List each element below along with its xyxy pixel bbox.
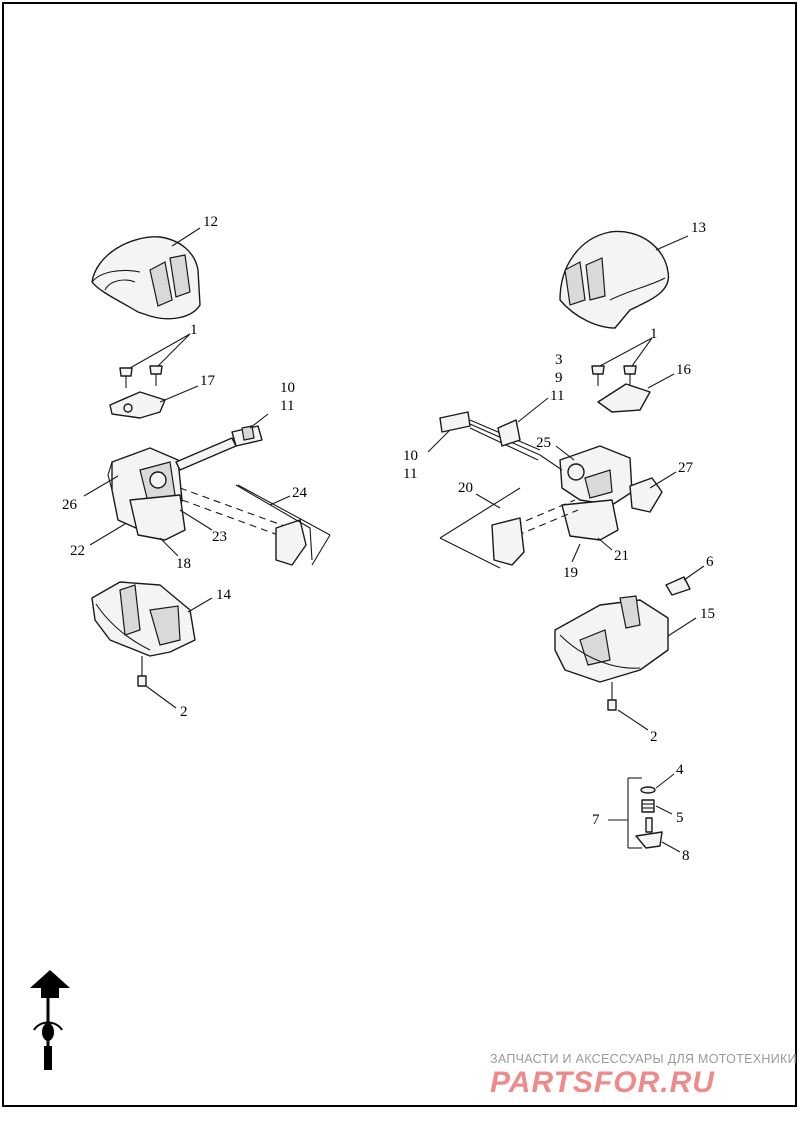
leader-lines [83, 227, 705, 853]
switch-body-right [539, 445, 663, 541]
label-23: 23 [212, 529, 227, 545]
switch-buttons-left [179, 484, 331, 566]
label-1-left: 1 [190, 322, 198, 338]
label-11-right-top: 11 [550, 388, 564, 404]
label-27: 27 [678, 460, 694, 476]
callout-labels: 12 13 1 1 17 16 10 11 3 9 11 10 11 25 27… [62, 214, 715, 864]
watermark-logo: PARTSFOR.RU [490, 1066, 715, 1099]
label-8: 8 [682, 848, 690, 864]
label-9: 9 [555, 370, 563, 386]
detent-assembly [627, 777, 663, 849]
screws-left [119, 365, 163, 388]
label-21: 21 [614, 548, 629, 564]
bracket-left [109, 391, 166, 419]
label-15: 15 [700, 606, 715, 622]
label-18: 18 [176, 556, 191, 572]
label-10-left: 10 [280, 380, 295, 396]
label-12: 12 [203, 214, 218, 230]
screw-bottom-left [137, 656, 147, 687]
label-3: 3 [555, 352, 563, 368]
watermark-tagline: ЗАПЧАСТИ И АКСЕССУАРЫ ДЛЯ МОТОТЕХНИКИ [490, 1052, 797, 1066]
label-13: 13 [691, 220, 706, 236]
label-5: 5 [676, 810, 684, 826]
label-16: 16 [676, 362, 692, 378]
switch-body-left [107, 425, 263, 541]
page-frame [2, 2, 797, 1107]
small-clip-right [665, 576, 691, 596]
motorcycle-front-icon [33, 998, 63, 1070]
label-4: 4 [676, 762, 684, 778]
front-arrow-icon [30, 970, 70, 998]
switch-buttons-right [439, 487, 579, 569]
label-10-right: 10 [403, 448, 418, 464]
label-1-right: 1 [650, 326, 658, 342]
label-22: 22 [70, 543, 85, 559]
label-24: 24 [292, 485, 308, 501]
watermark: ЗАПЧАСТИ И АКСЕССУАРЫ ДЛЯ МОТОТЕХНИКИ PA… [490, 1052, 797, 1099]
screws-right [591, 365, 637, 386]
lower-housing-right [554, 595, 669, 683]
label-17: 17 [200, 373, 216, 389]
bracket-right [597, 383, 651, 413]
label-6: 6 [706, 554, 714, 570]
label-25: 25 [536, 435, 551, 451]
label-20: 20 [458, 480, 473, 496]
label-7: 7 [592, 812, 600, 828]
label-2-left: 2 [180, 704, 188, 720]
label-14: 14 [216, 587, 232, 603]
connector-right [439, 411, 541, 461]
label-2-right: 2 [650, 729, 658, 745]
label-19: 19 [563, 565, 578, 581]
screw-bottom-right [607, 682, 617, 711]
upper-housing-left [91, 236, 201, 320]
upper-housing-right [559, 230, 670, 329]
lower-housing-left [91, 581, 196, 657]
label-26: 26 [62, 497, 78, 513]
label-11-right: 11 [403, 466, 417, 482]
label-11-left: 11 [280, 398, 294, 414]
